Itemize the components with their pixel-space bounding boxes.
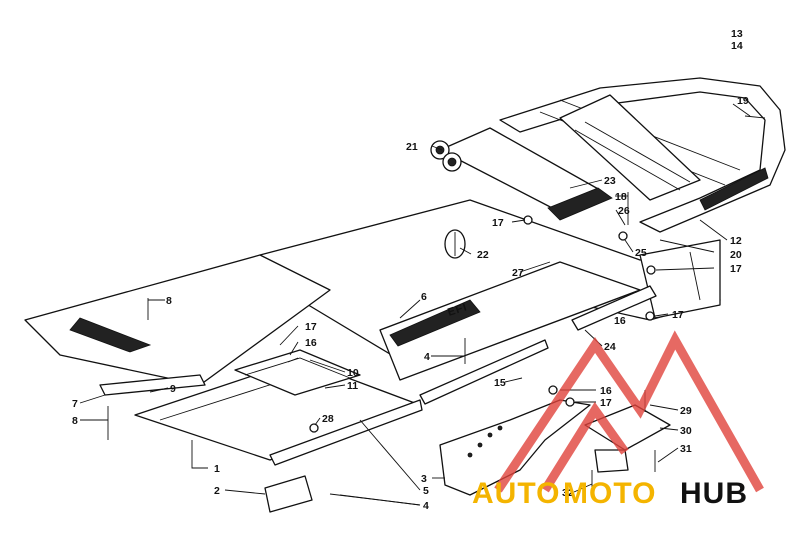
callout-22: 22 [477, 249, 489, 261]
callout-8a: 8 [166, 295, 172, 307]
callout-10: 10 [347, 367, 359, 379]
callout-17c: 17 [672, 309, 684, 321]
callout-6: 6 [421, 291, 427, 303]
callout-31: 31 [680, 443, 692, 455]
callout-12: 12 [730, 235, 742, 247]
callout-23: 23 [604, 175, 616, 187]
callout-17a: 17 [305, 321, 317, 333]
reflector-plate [264, 475, 313, 513]
mount-bracket [584, 404, 671, 451]
callout-17d: 17 [730, 263, 742, 275]
callout-18: 18 [615, 191, 627, 203]
efi-stamp: EFI [446, 301, 469, 319]
callout-4b: 4 [423, 500, 429, 512]
tunnel-frame [259, 199, 721, 381]
leader-lines [79, 103, 751, 506]
callout-25: 25 [635, 247, 647, 259]
callout-27: 27 [512, 267, 524, 279]
mount-bracket-base [594, 449, 629, 473]
callout-14: 14 [731, 40, 743, 52]
callout-24: 24 [604, 341, 616, 353]
hitch-plate [439, 399, 591, 496]
callout-2: 2 [214, 485, 220, 497]
callout-3: 3 [421, 473, 427, 485]
callout-16b: 16 [614, 315, 626, 327]
callout-5: 5 [423, 485, 429, 497]
callout-32: 32 [562, 487, 574, 499]
callout-17b: 17 [492, 217, 504, 229]
callout-16c: 16 [600, 385, 612, 397]
callout-16a: 16 [305, 337, 317, 349]
callout-20: 20 [730, 249, 742, 261]
callout-4a: 4 [424, 351, 430, 363]
callout-28: 28 [322, 413, 334, 425]
callout-9: 9 [170, 383, 176, 395]
callout-1: 1 [214, 463, 220, 475]
rear-bumper [499, 77, 786, 233]
callout-29: 29 [680, 405, 692, 417]
callout-13: 13 [731, 28, 743, 40]
rack-assembly [430, 127, 613, 221]
callout-11: 11 [347, 380, 358, 392]
callout-30: 30 [680, 425, 692, 437]
callout-17e: 17 [600, 397, 612, 409]
callout-19: 19 [737, 95, 749, 107]
callout-26: 26 [618, 205, 630, 217]
callout-15: 15 [494, 377, 506, 389]
callout-8b: 8 [72, 415, 78, 427]
rod [571, 285, 657, 331]
callout-7: 7 [72, 398, 78, 410]
callout-21: 21 [406, 141, 418, 153]
footrest-bracket [99, 349, 361, 396]
